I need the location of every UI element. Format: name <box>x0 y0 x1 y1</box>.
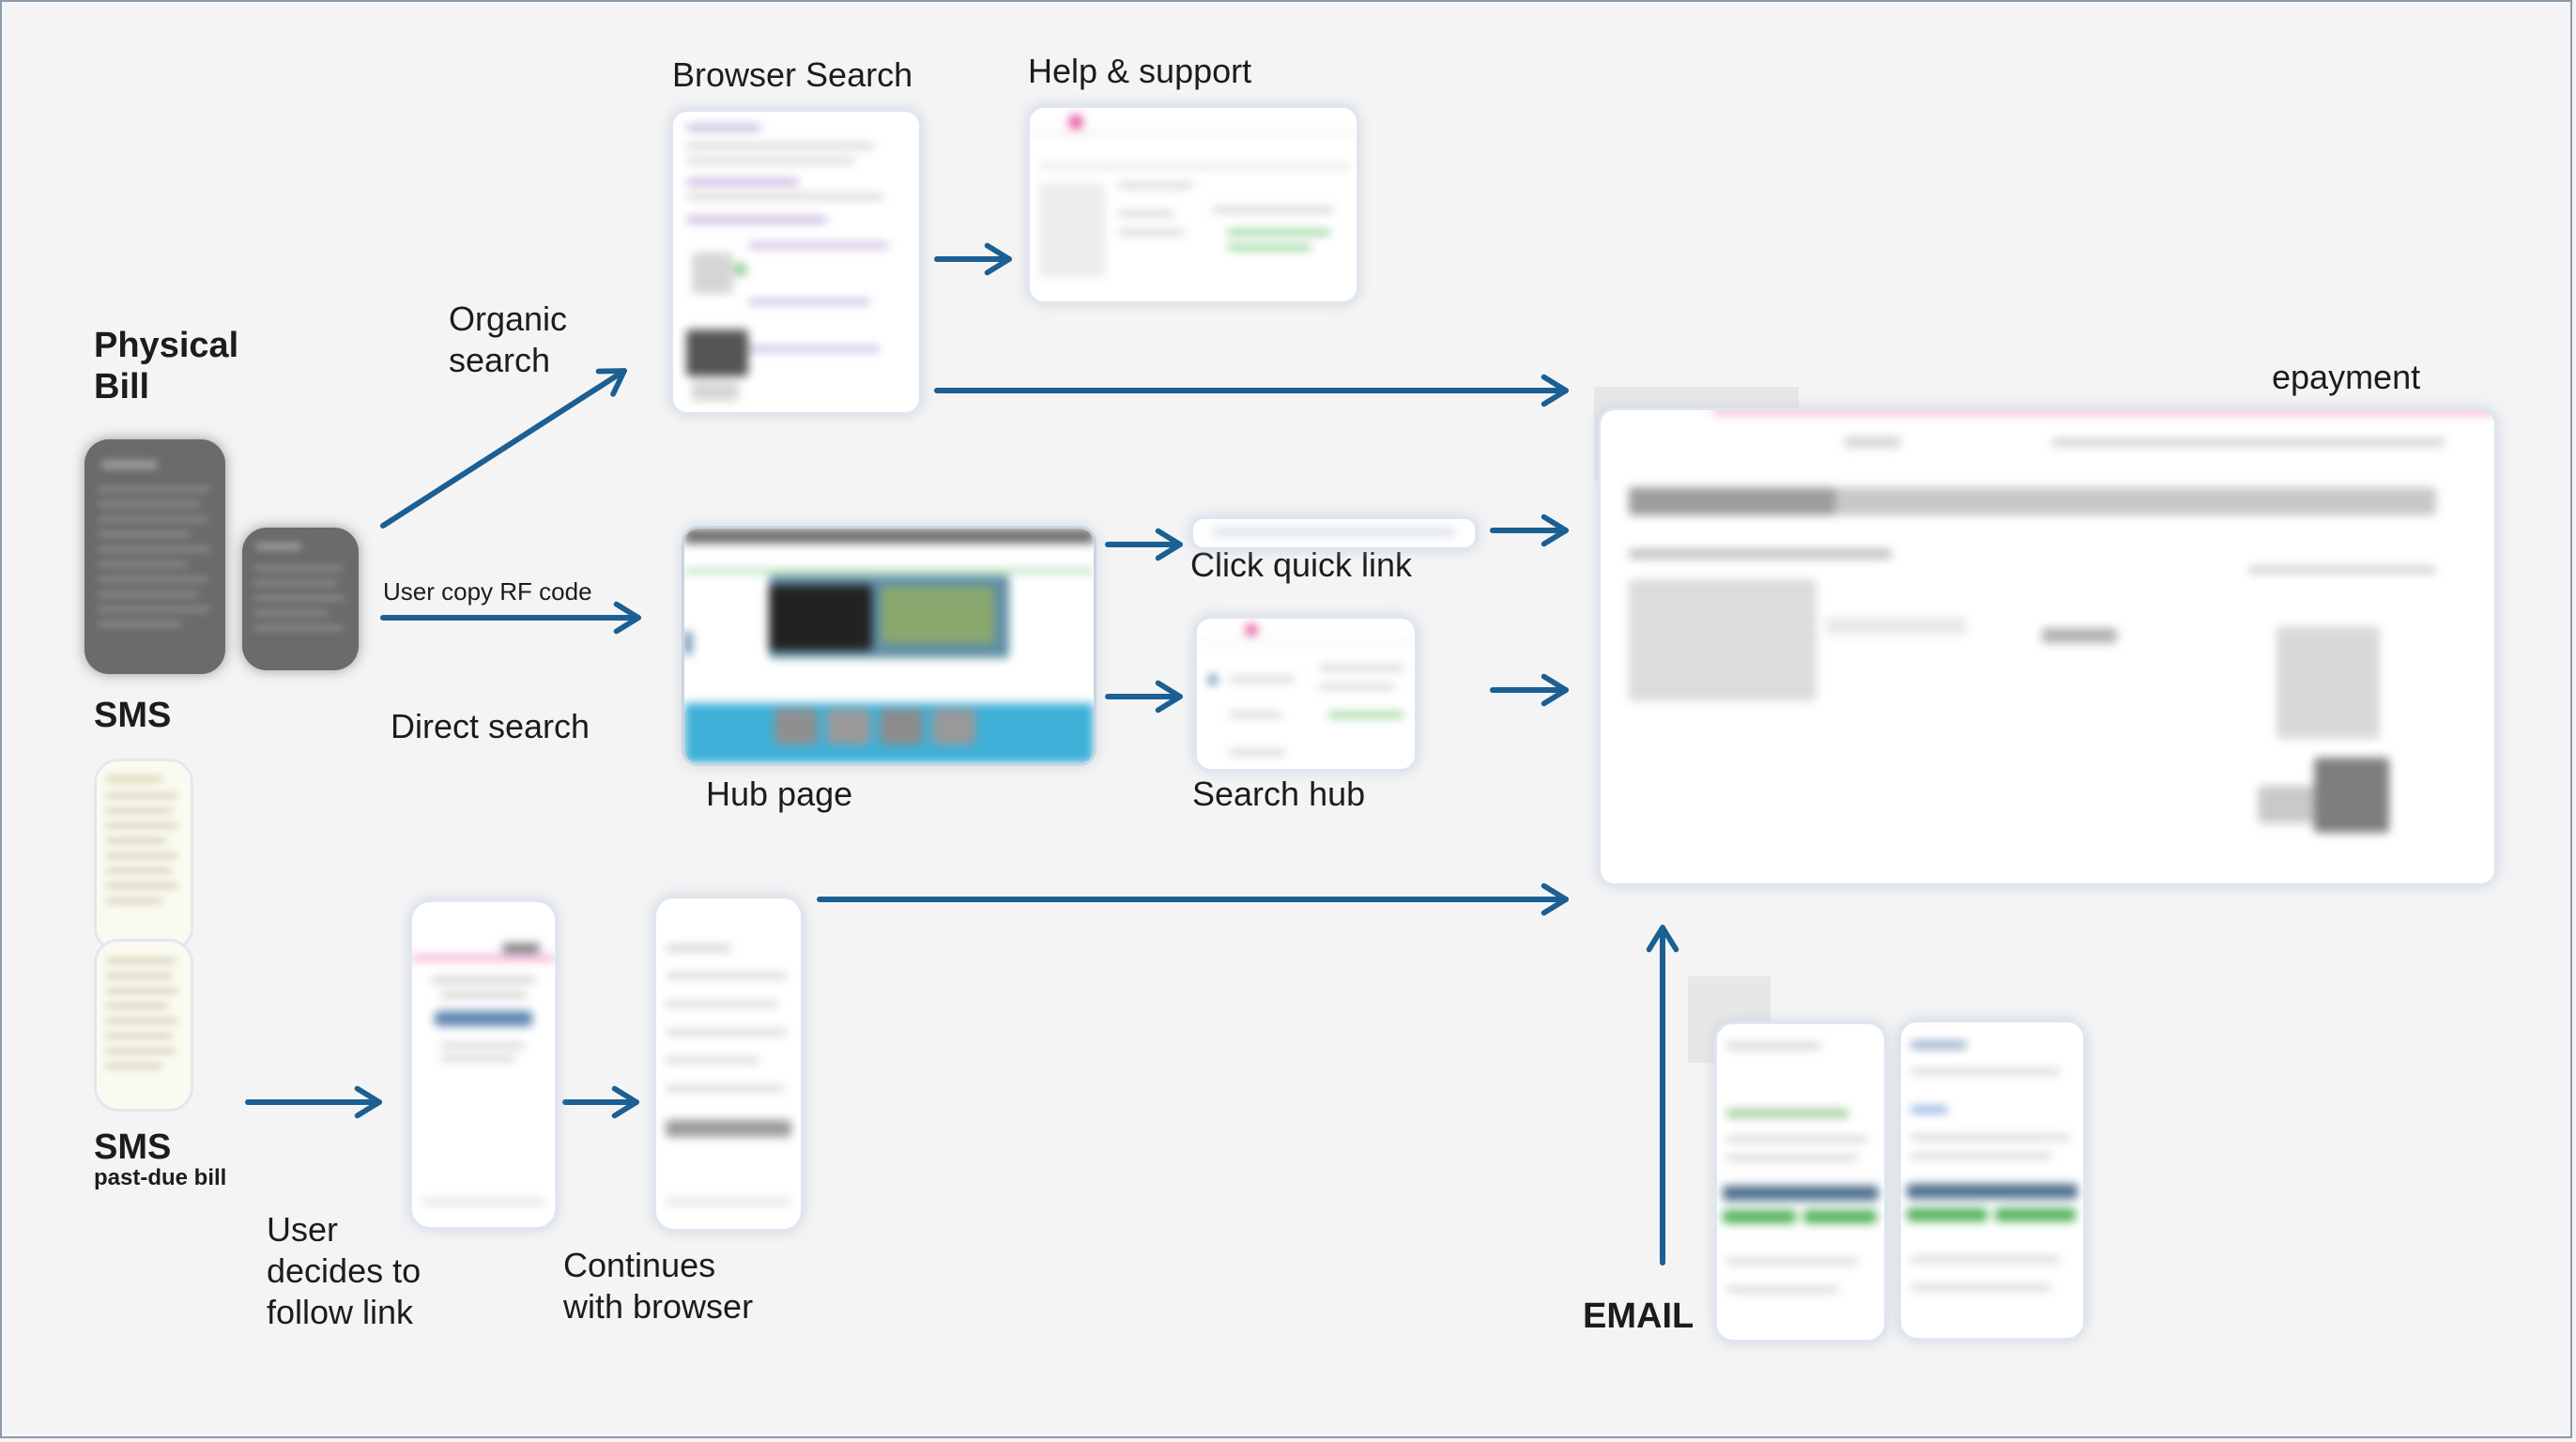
label-past-due-bill: past-due bill <box>94 1165 227 1190</box>
quick-link-bar <box>1190 516 1478 550</box>
label-organic-search: Organic search <box>449 299 568 379</box>
label-sms: SMS <box>94 696 172 735</box>
email-screen-2 <box>1898 1020 2086 1341</box>
label-epayment: epayment <box>2272 358 2421 396</box>
help-support-screen <box>1027 105 1359 304</box>
label-browser-search: Browser Search <box>672 55 913 94</box>
sms-past-due-screen <box>94 939 193 1112</box>
label-help-support: Help & support <box>1028 52 1252 90</box>
label-search-hub: Search hub <box>1192 775 1366 813</box>
label-email: EMAIL <box>1583 1296 1694 1336</box>
physical-bill-phone-large <box>84 439 225 674</box>
label-continues-browser: Continues with browser <box>563 1246 754 1326</box>
mobile-browser-page-screen <box>653 896 804 1232</box>
label-physical-bill: Physical Bill <box>94 326 239 407</box>
hub-page-screen <box>682 526 1096 766</box>
label-click-quick-link: Click quick link <box>1190 545 1413 584</box>
browser-search-screen <box>670 109 922 415</box>
search-hub-screen <box>1194 616 1418 772</box>
arrow-bill-to-organic <box>380 368 627 529</box>
label-direct-search: Direct search <box>391 707 590 745</box>
email-screen-1 <box>1714 1021 1887 1342</box>
label-user-copy-rf: User copy RF code <box>383 577 592 606</box>
label-user-decides: User decides to follow link <box>267 1210 422 1331</box>
mobile-link-page-screen <box>409 899 558 1230</box>
label-sms-past-due: SMS <box>94 1128 172 1167</box>
label-hub-page: Hub page <box>706 775 853 813</box>
physical-bill-phone-small <box>242 528 359 670</box>
sms-message-screen <box>94 759 193 952</box>
epayment-screen <box>1598 407 2497 886</box>
